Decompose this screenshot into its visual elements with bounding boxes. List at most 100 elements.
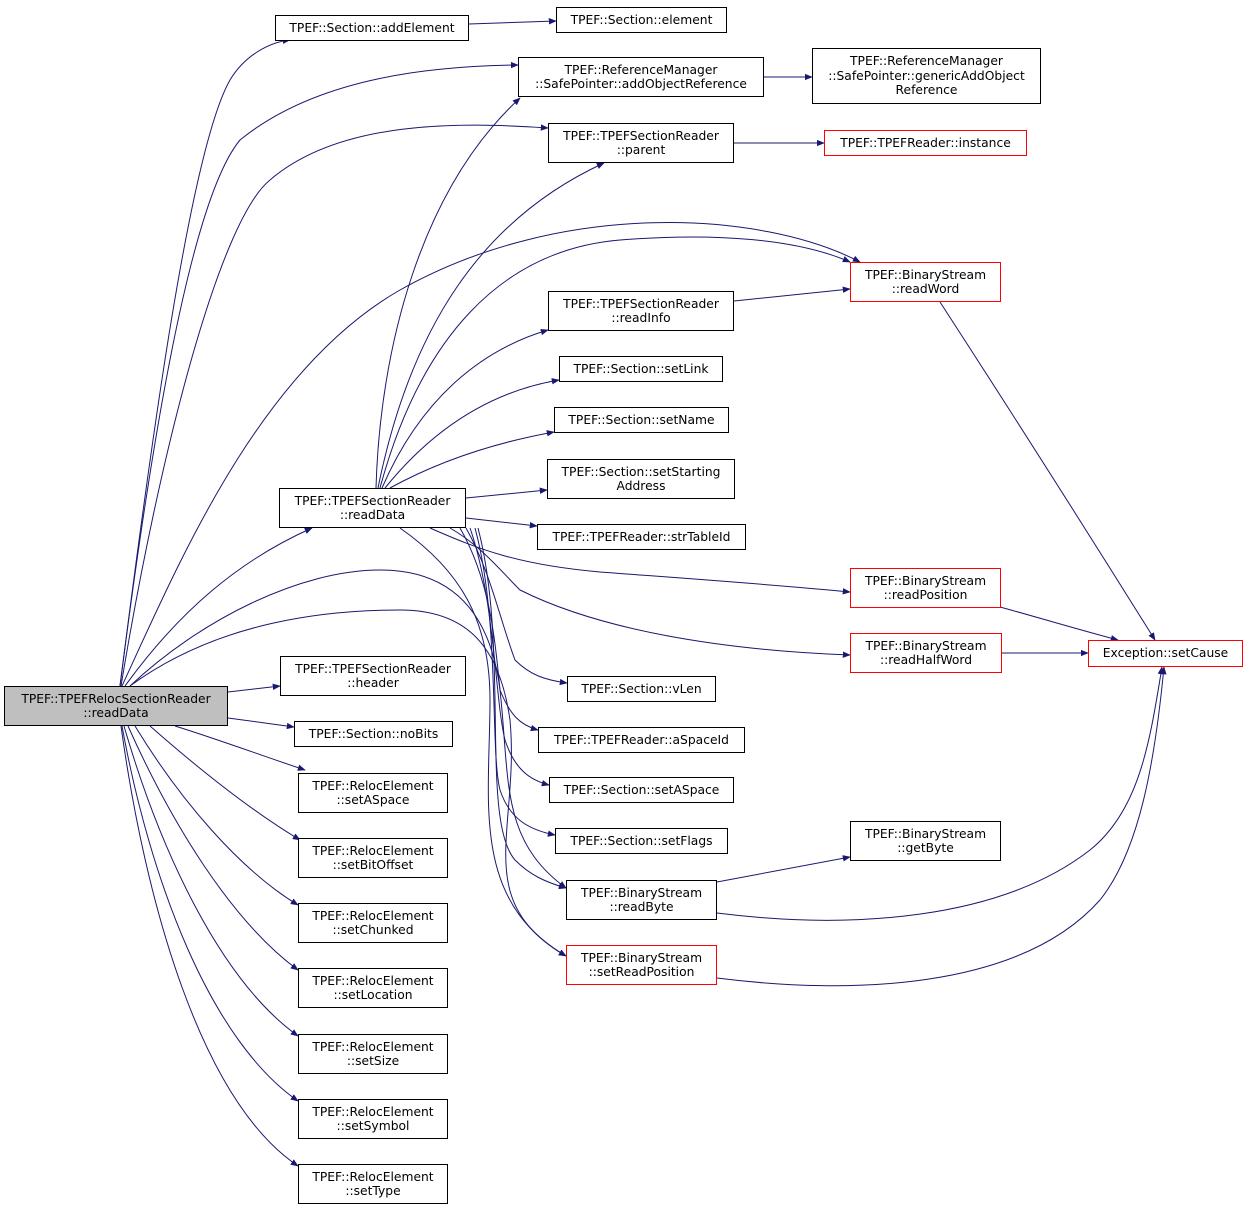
node-label: Exception::setCause	[1102, 646, 1229, 661]
edge-sec-vLen	[465, 527, 568, 686]
node-label: TPEF::ReferenceManager	[850, 54, 1003, 69]
node-readInfo[interactable]: TPEF::TPEFSectionReader ::readInfo	[548, 291, 734, 331]
edge-addElement-element	[468, 18, 557, 25]
edge-root-header	[227, 683, 281, 693]
node-label: TPEF::BinaryStream	[864, 826, 987, 841]
edge-sec-readHalfWord	[449, 527, 851, 658]
node-label: ::header	[347, 676, 399, 690]
node-vLen[interactable]: TPEF::Section::vLen	[567, 676, 716, 702]
node-label: TPEF::RelocElement	[312, 908, 434, 923]
node-label: Address	[616, 479, 666, 493]
node-label: TPEF::Section::vLen	[581, 681, 702, 696]
node-label: ::setSize	[346, 1054, 400, 1068]
node-parent[interactable]: TPEF::TPEFSectionReader ::parent	[548, 123, 734, 163]
node-label: TPEF::TPEFSectionReader	[563, 296, 719, 311]
node-setName[interactable]: TPEF::Section::setName	[554, 407, 729, 433]
node-addElement[interactable]: TPEF::Section::addElement	[275, 15, 469, 41]
node-re-setChunked[interactable]: TPEF::RelocElement ::setChunked	[298, 903, 448, 943]
edge-sec-addObjectReference	[375, 97, 521, 489]
node-re-setSize[interactable]: TPEF::RelocElement ::setSize	[298, 1034, 448, 1074]
node-label: Reference	[895, 83, 958, 98]
node-label: TPEF::RelocElement	[312, 1039, 434, 1054]
edge-readByte-getByte	[716, 855, 851, 883]
node-label: TPEF::TPEFReader::aSpaceId	[554, 732, 729, 747]
node-label: TPEF::Section::addElement	[289, 20, 455, 35]
edge-readPosition-setCause	[999, 606, 1119, 642]
node-readPosition[interactable]: TPEF::BinaryStream ::readPosition	[850, 568, 1001, 608]
edge-readInfo-readWord	[733, 286, 851, 302]
node-readByte[interactable]: TPEF::BinaryStream ::readByte	[566, 880, 717, 920]
node-setFlags[interactable]: TPEF::Section::setFlags	[555, 828, 728, 854]
node-label: ::SafePointer::genericAddObject	[828, 68, 1025, 83]
node-noBits[interactable]: TPEF::Section::noBits	[294, 721, 453, 747]
node-label: ::setLocation	[333, 988, 413, 1002]
node-label: ::parent	[616, 143, 666, 157]
edge-root-re_setSymbol	[121, 725, 299, 1102]
node-label: ::readByte	[609, 900, 674, 914]
node-label: ::readHalfWord	[879, 653, 973, 667]
node-label: ::readWord	[891, 282, 960, 296]
node-re-setType[interactable]: TPEF::RelocElement ::setType	[298, 1164, 448, 1204]
node-aSpaceId[interactable]: TPEF::TPEFReader::aSpaceId	[538, 727, 745, 753]
node-label: TPEF::RelocElement	[312, 1169, 434, 1184]
node-root[interactable]: TPEF::TPEFRelocSectionReader ::readData	[4, 686, 228, 726]
node-label: TPEF::TPEFSectionReader	[295, 661, 451, 676]
node-label: TPEF::Section::setStarting	[561, 464, 721, 479]
node-label: TPEF::ReferenceManager	[564, 62, 718, 77]
node-addObjectReference[interactable]: TPEF::ReferenceManager ::SafePointer::ad…	[518, 57, 764, 97]
node-setCause[interactable]: Exception::setCause	[1088, 640, 1243, 667]
node-label: TPEF::TPEFRelocSectionReader	[21, 691, 211, 706]
node-label: ::readPosition	[883, 588, 968, 602]
edge-sec-readPosition	[429, 527, 851, 595]
node-label: TPEF::BinaryStream	[864, 267, 987, 282]
edge-root-re_setLocation	[127, 725, 299, 971]
node-genericAddObjectReference[interactable]: TPEF::ReferenceManager ::SafePointer::ge…	[812, 48, 1041, 104]
node-label: TPEF::TPEFSectionReader	[294, 493, 451, 508]
edge-root-setReadPosition	[129, 609, 567, 957]
node-label: ::setASpace	[336, 793, 410, 807]
node-label: TPEF::BinaryStream	[865, 638, 987, 653]
edge-readByte-setCause	[716, 666, 1164, 921]
node-label: TPEF::Section::element	[570, 12, 713, 27]
node-label: ::setSymbol	[336, 1119, 410, 1133]
node-sec-readData[interactable]: TPEF::TPEFSectionReader ::readData	[279, 488, 466, 528]
node-instance[interactable]: TPEF::TPEFReader::instance	[824, 130, 1027, 156]
node-setASpace[interactable]: TPEF::Section::setASpace	[549, 777, 734, 803]
node-readHalfWord[interactable]: TPEF::BinaryStream ::readHalfWord	[850, 633, 1002, 673]
edge-sec-setASpace	[469, 527, 550, 787]
edge-sec-readWord	[379, 236, 851, 489]
node-label: TPEF::Section::setName	[568, 412, 715, 427]
node-setReadPosition[interactable]: TPEF::BinaryStream ::setReadPosition	[566, 945, 717, 985]
node-re-setLocation[interactable]: TPEF::RelocElement ::setLocation	[298, 968, 448, 1008]
node-label: TPEF::RelocElement	[312, 843, 434, 858]
node-label: TPEF::Section::setLink	[573, 361, 709, 376]
node-re-setBitOffset[interactable]: TPEF::RelocElement ::setBitOffset	[298, 838, 448, 878]
node-label: TPEF::Section::noBits	[308, 726, 439, 741]
node-re-setASpace[interactable]: TPEF::RelocElement ::setASpace	[298, 773, 448, 813]
edge-sec-setStartingAddress	[465, 487, 548, 499]
node-header[interactable]: TPEF::TPEFSectionReader ::header	[280, 656, 466, 696]
edge-sec-setName	[389, 430, 555, 489]
node-label: ::readInfo	[611, 311, 671, 325]
node-element[interactable]: TPEF::Section::element	[556, 7, 727, 33]
edge-root-readWord	[121, 222, 861, 687]
node-label: TPEF::BinaryStream	[580, 950, 703, 965]
node-strTableId[interactable]: TPEF::TPEFReader::strTableId	[537, 524, 746, 550]
node-label: ::readData	[339, 508, 406, 522]
node-label: ::getByte	[897, 841, 954, 855]
edge-setReadPosition-setCause	[716, 666, 1167, 987]
node-re-setSymbol[interactable]: TPEF::RelocElement ::setSymbol	[298, 1099, 448, 1139]
node-label: ::setType	[345, 1184, 401, 1198]
edge-sec-readInfo	[381, 328, 549, 489]
node-setStartingAddress[interactable]: TPEF::Section::setStarting Address	[547, 459, 735, 499]
node-label: TPEF::Section::setFlags	[570, 833, 713, 848]
edge-sec-parent	[377, 162, 605, 489]
node-setLink[interactable]: TPEF::Section::setLink	[559, 356, 723, 382]
edge-root-noBits	[227, 717, 295, 730]
node-readWord[interactable]: TPEF::BinaryStream ::readWord	[850, 262, 1001, 302]
edge-root-readByte	[129, 569, 567, 889]
node-label: TPEF::RelocElement	[312, 778, 434, 793]
node-getByte[interactable]: TPEF::BinaryStream ::getByte	[850, 821, 1001, 861]
edge-root-re_setASpace	[174, 725, 306, 771]
edge-root-re_setChunked	[134, 725, 299, 906]
